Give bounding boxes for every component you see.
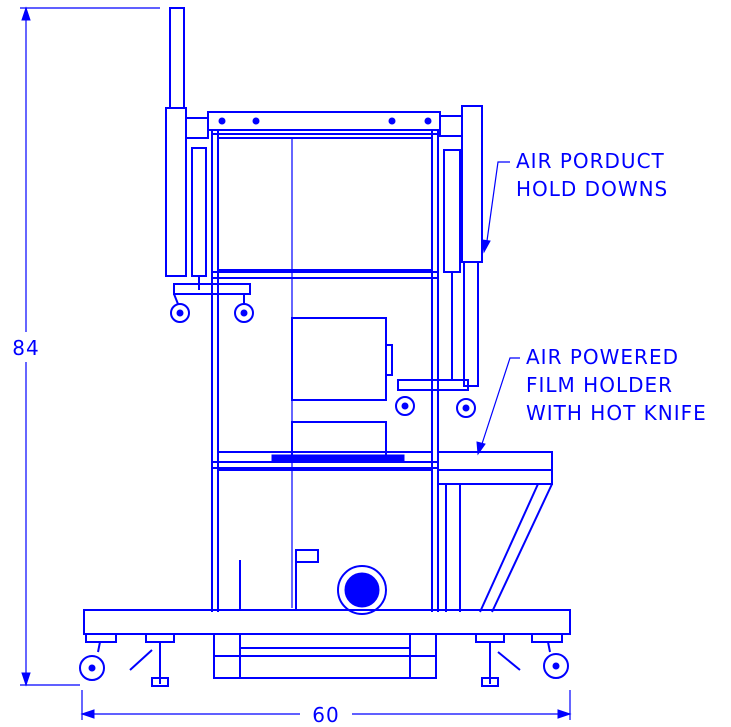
film-holder-table xyxy=(437,451,553,613)
callout-film-holder: AIR POWERED FILM HOLDER WITH HOT KNIFE xyxy=(476,345,707,456)
callout-film-holder-line1: AIR POWERED xyxy=(526,345,679,369)
right-hold-down-cylinder xyxy=(395,105,483,418)
right-caster xyxy=(531,633,569,679)
left-caster xyxy=(79,633,117,681)
callout-hold-downs-line1: AIR PORDUCT xyxy=(516,149,665,173)
machine-base xyxy=(79,609,571,687)
left-leveling-foot xyxy=(129,633,175,687)
mesh-guard xyxy=(217,137,433,611)
drive-motor xyxy=(239,549,387,615)
width-dimension-label: 60 xyxy=(312,703,339,727)
width-dimension: 60 xyxy=(80,690,572,727)
left-hold-down-cylinder xyxy=(165,7,254,323)
height-dimension: 84 xyxy=(12,6,160,687)
callout-hold-downs: AIR PORDUCT HOLD DOWNS xyxy=(481,149,668,254)
right-leveling-foot xyxy=(475,633,521,687)
callout-film-holder-line2: FILM HOLDER xyxy=(526,373,673,397)
height-dimension-label: 84 xyxy=(12,336,39,360)
main-frame xyxy=(207,111,441,612)
callout-film-holder-line3: WITH HOT KNIFE xyxy=(526,401,707,425)
callout-hold-downs-line2: HOLD DOWNS xyxy=(516,177,668,201)
